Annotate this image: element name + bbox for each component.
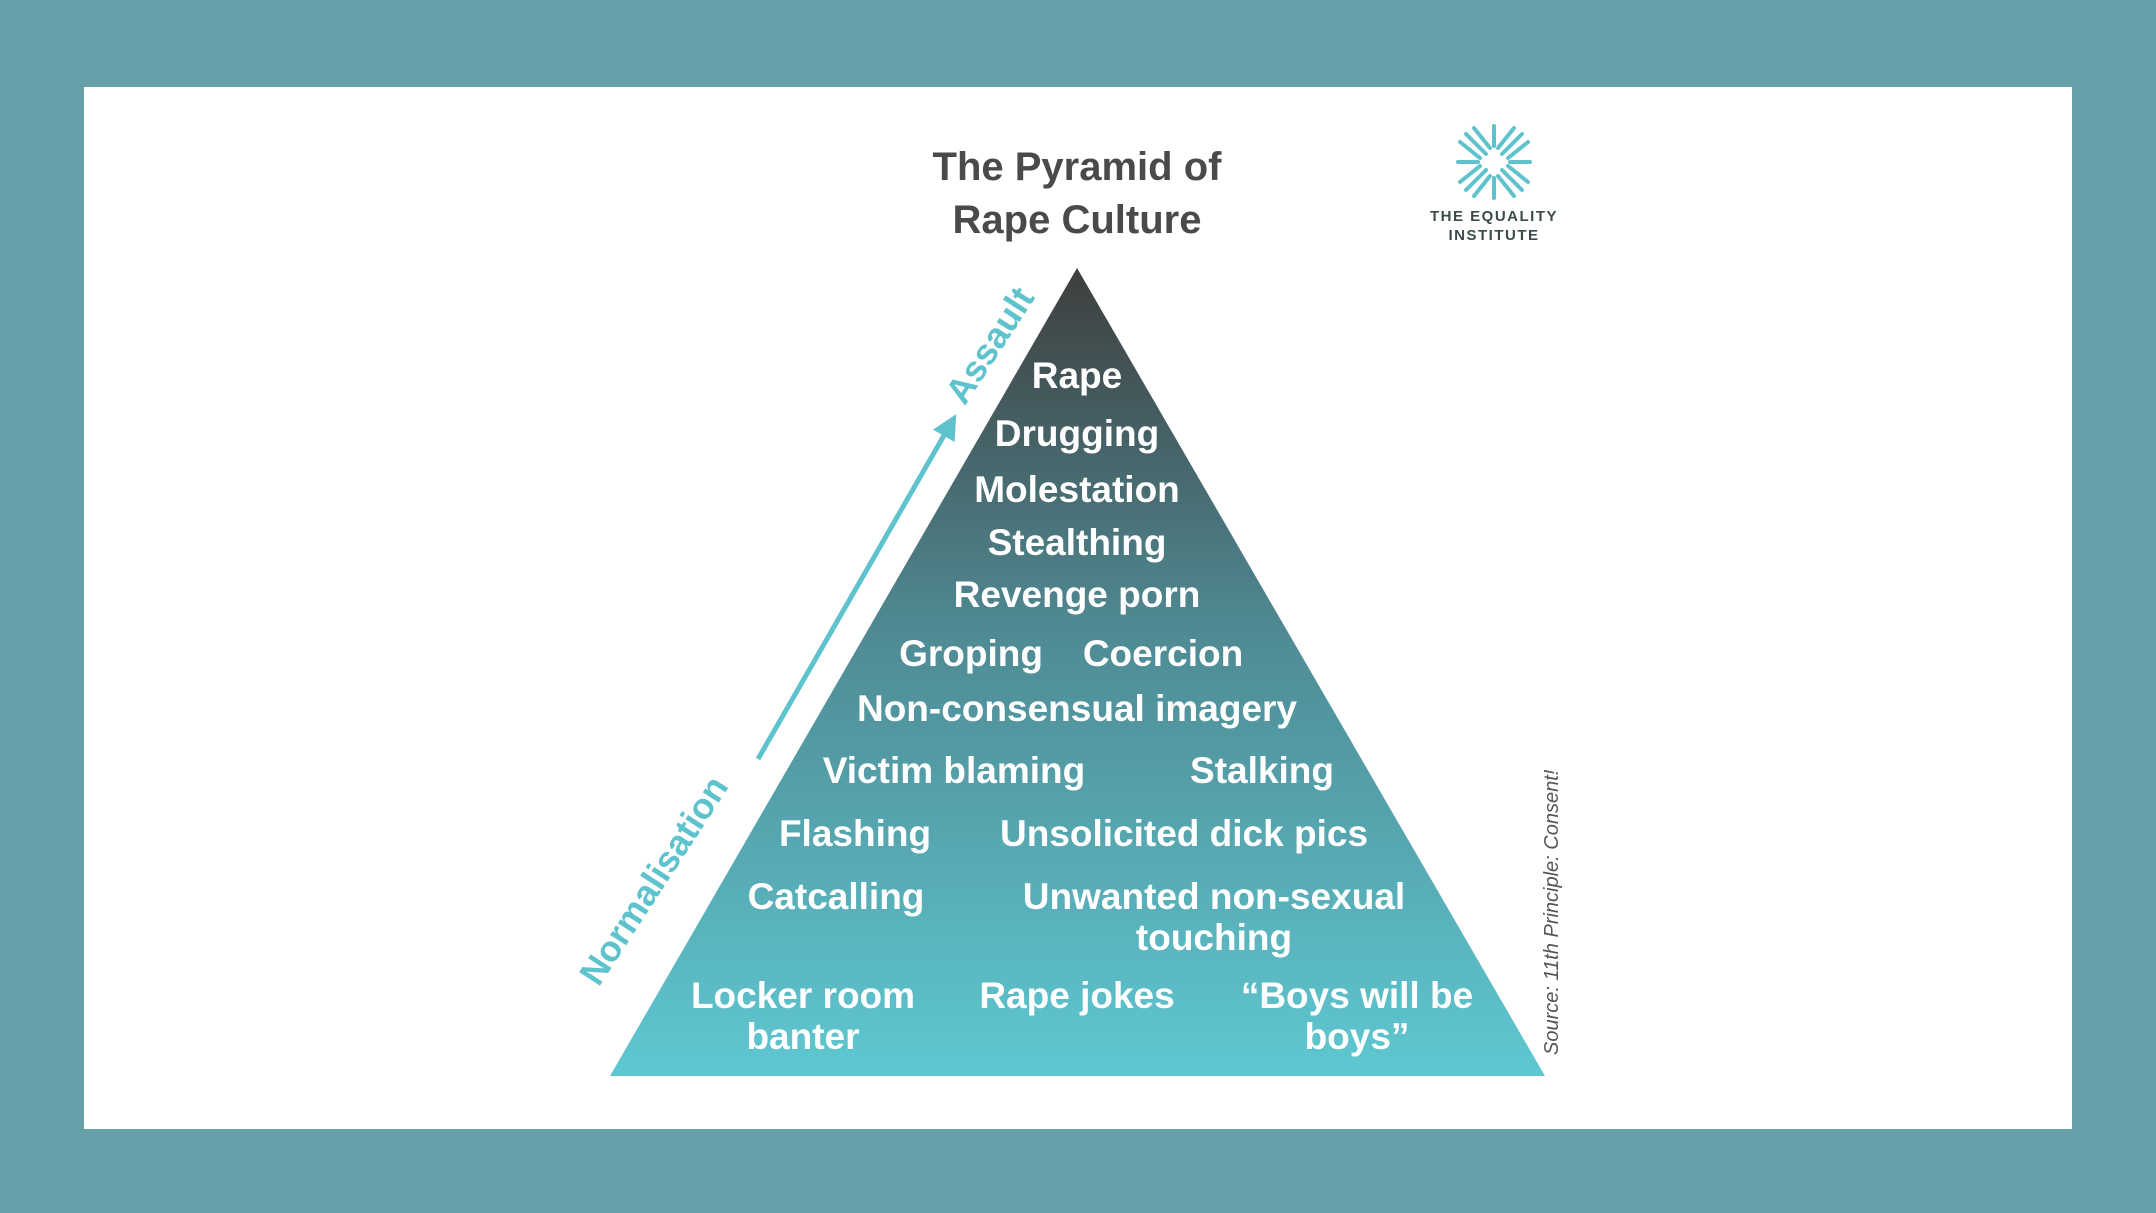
tier-flashing: Flashing (779, 813, 931, 854)
equality-institute-star-icon (1456, 124, 1532, 200)
tier-unsolicited-dick-pics: Unsolicited dick pics (1000, 813, 1368, 854)
tier-rape-jokes: Rape jokes (979, 975, 1174, 1016)
tier-molestation: Molestation (974, 469, 1180, 510)
tier-unwanted-touching-line-1: Unwanted non-sexual (1023, 876, 1405, 917)
tier-stalking: Stalking (1190, 750, 1334, 791)
logo-text-line-2: INSTITUTE (1449, 227, 1540, 244)
title-line-1: The Pyramid of (933, 145, 1223, 189)
source-note: Source: 11th Principle: Consent! (1541, 769, 1563, 1055)
tier-boys-will-be-line-1: “Boys will be (1241, 975, 1473, 1016)
logo-text-line-1: THE EQUALITY (1430, 208, 1558, 225)
equality-institute-logo: THE EQUALITY INSTITUTE (1430, 124, 1558, 244)
tier-groping: Groping (899, 633, 1043, 674)
tier-non-consensual-imagery: Non-consensual imagery (857, 688, 1297, 729)
normalisation-assault-arrow (755, 414, 957, 761)
tier-rape: Rape (1032, 355, 1122, 396)
tier-coercion: Coercion (1083, 633, 1243, 674)
pyramid-shape (610, 268, 1545, 1076)
tier-drugging: Drugging (995, 413, 1159, 454)
title-line-2: Rape Culture (953, 198, 1202, 242)
tier-victim-blaming: Victim blaming (823, 750, 1086, 791)
tier-catcalling: Catcalling (748, 876, 925, 917)
pyramid-labels: Rape Drugging Molestation Stealthing Rev… (691, 355, 1473, 1057)
tier-locker-room-line-2: banter (746, 1016, 859, 1057)
tier-locker-room-line-1: Locker room (691, 975, 915, 1016)
tier-stealthing: Stealthing (988, 522, 1167, 563)
tier-boys-will-be-line-2: boys” (1305, 1016, 1410, 1057)
tier-unwanted-touching-line-2: touching (1136, 917, 1292, 958)
tier-revenge-porn: Revenge porn (954, 574, 1201, 615)
